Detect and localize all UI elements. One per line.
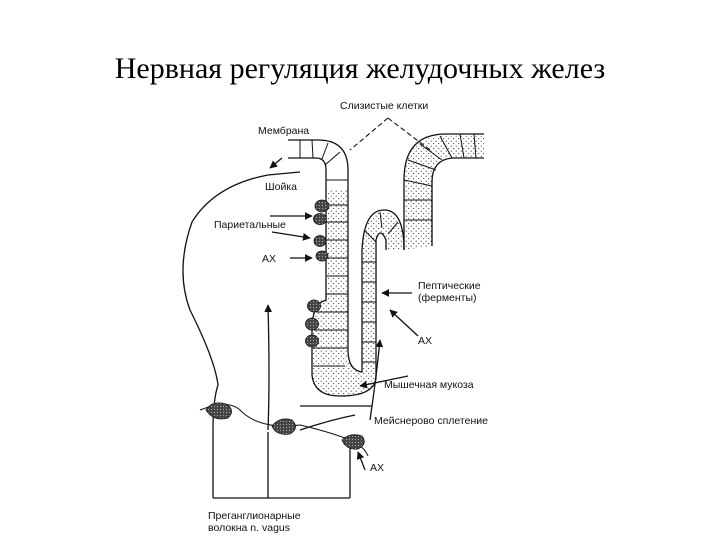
label-mucous-cells: Слизистые клетки (340, 100, 428, 112)
left-gland (288, 139, 405, 397)
label-membrane: Мембрана (258, 125, 309, 137)
parietal-cells (305, 199, 330, 348)
mucous-pointer-right (387, 117, 431, 151)
right-gland (403, 133, 484, 250)
label-meissner: Мейснерово сплетение (374, 415, 488, 427)
label-peptic-line1: Пептические (418, 280, 481, 292)
slide-title: Нервная регуляция желудочных желез (114, 52, 606, 85)
label-preganglionic-line1: Преганглионарные (208, 510, 301, 522)
label-parietal: Париетальные (214, 219, 286, 231)
label-neck: Шойка (265, 181, 297, 193)
label-ach-right: АХ (418, 335, 432, 347)
label-peptic-line2: (ферменты) (418, 292, 477, 304)
label-preganglionic-line2: волокна n. vagus (208, 522, 290, 534)
mucous-pointer-left (349, 117, 389, 151)
ganglia (205, 402, 365, 450)
label-ach-left: АХ (262, 253, 276, 265)
pointer-arrows (270, 212, 419, 471)
label-ach-bottom: АХ (370, 462, 384, 474)
label-muscularis: Мышечная мукоза (384, 379, 474, 391)
diagram-labels: Слизистые клетки Мембрана Шойка Париетал… (208, 100, 488, 534)
nerve-fibers (182, 157, 384, 499)
